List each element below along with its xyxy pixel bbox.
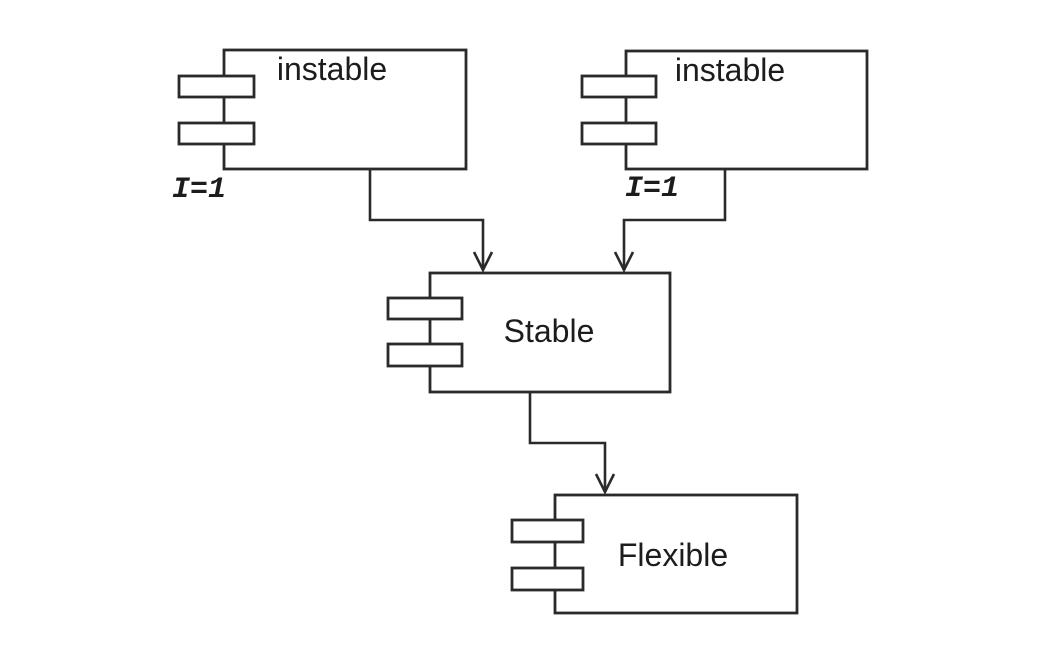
node-flexible: Flexible [510,493,799,615]
node-body [553,493,799,615]
node-instable-1: instable I=1 [172,48,468,207]
node-body [624,49,869,171]
node-stable: Stable [386,271,672,394]
node-label: instable [675,52,785,88]
component-tab [386,342,464,368]
node-body [428,271,672,394]
component-tab [580,74,658,99]
edge-instable2-to-stable [613,170,727,273]
node-label: Flexible [618,537,728,573]
node-label: instable [277,51,387,87]
component-tab [177,74,256,99]
node-instable-2: instable I=1 [580,49,869,206]
component-tab [177,121,256,146]
edge-stable-to-flexible [528,392,616,495]
arrowhead-icon [472,251,494,273]
instability-annotation: I=1 [172,173,226,207]
node-body [222,48,468,171]
component-tab [386,296,464,321]
edge-line [528,392,607,491]
component-tab [580,121,658,146]
arrowhead-icon [594,473,616,495]
edge-instable1-to-stable [368,169,494,273]
edge-line [368,169,485,269]
arrowhead-icon [613,251,635,273]
component-tab [510,566,585,592]
component-tab [510,518,585,544]
edge-line [622,170,727,269]
instability-annotation: I=1 [625,172,679,206]
node-label: Stable [504,313,595,349]
